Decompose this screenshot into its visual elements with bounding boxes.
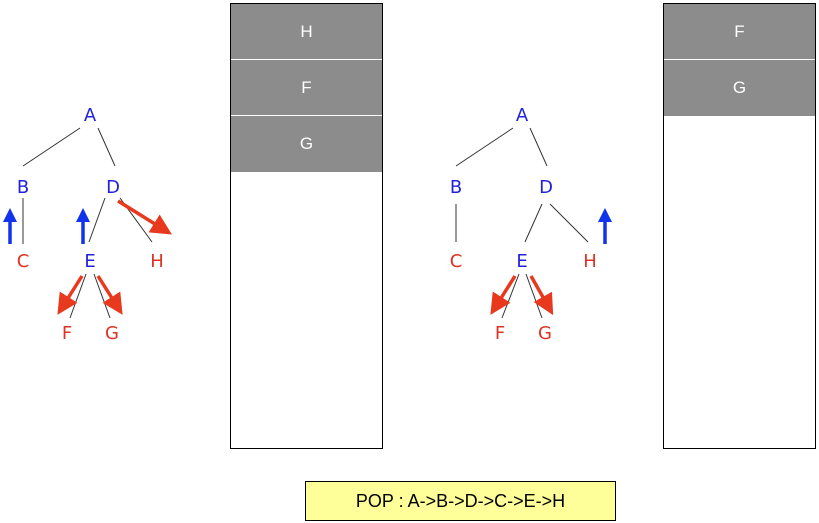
stack-cell: G [664, 60, 815, 116]
stack-cell: F [231, 60, 382, 116]
node-g: G [105, 323, 119, 344]
pop-arrow-e [76, 208, 90, 244]
node-f: F [495, 323, 505, 344]
node-e: E [516, 251, 527, 272]
node-d: D [106, 177, 120, 198]
stack-cell: G [231, 116, 382, 172]
node-f: F [62, 323, 72, 344]
stack-cell: H [231, 4, 382, 60]
node-c: C [450, 251, 463, 272]
left-stack: H F G [230, 3, 383, 449]
pop-sequence-box: POP : A->B->D->C->E->H [305, 481, 616, 521]
node-h: H [150, 251, 164, 272]
node-a: A [516, 105, 529, 126]
node-g: G [538, 323, 552, 344]
edge-a-d [97, 127, 116, 167]
stack-cell: F [664, 4, 815, 60]
pop-arrow-h [598, 208, 612, 244]
push-arrow-e-f [490, 275, 517, 315]
node-c: C [17, 251, 30, 272]
node-h: H [583, 251, 597, 272]
left-tree: A B D C E H F G [3, 105, 172, 344]
edge-d-e [88, 197, 106, 243]
push-arrow-e-f [57, 275, 84, 315]
push-arrow-d-h [117, 199, 172, 235]
pop-arrow-c [3, 208, 17, 244]
edge-a-b [22, 127, 81, 167]
node-e: E [84, 251, 95, 272]
right-tree: A B D C E H F G [450, 105, 612, 344]
edge-d-e [524, 203, 543, 243]
edge-a-d [529, 127, 548, 167]
node-b: B [17, 177, 29, 198]
right-stack: F G [663, 3, 816, 449]
push-arrow-e-g [529, 275, 554, 316]
edge-d-h [549, 203, 589, 243]
pop-sequence-text: POP : A->B->D->C->E->H [355, 490, 566, 511]
edge-a-b [455, 127, 514, 167]
node-b: B [450, 177, 462, 198]
node-d: D [539, 177, 553, 198]
push-arrow-e-g [96, 275, 123, 315]
node-a: A [84, 105, 97, 126]
